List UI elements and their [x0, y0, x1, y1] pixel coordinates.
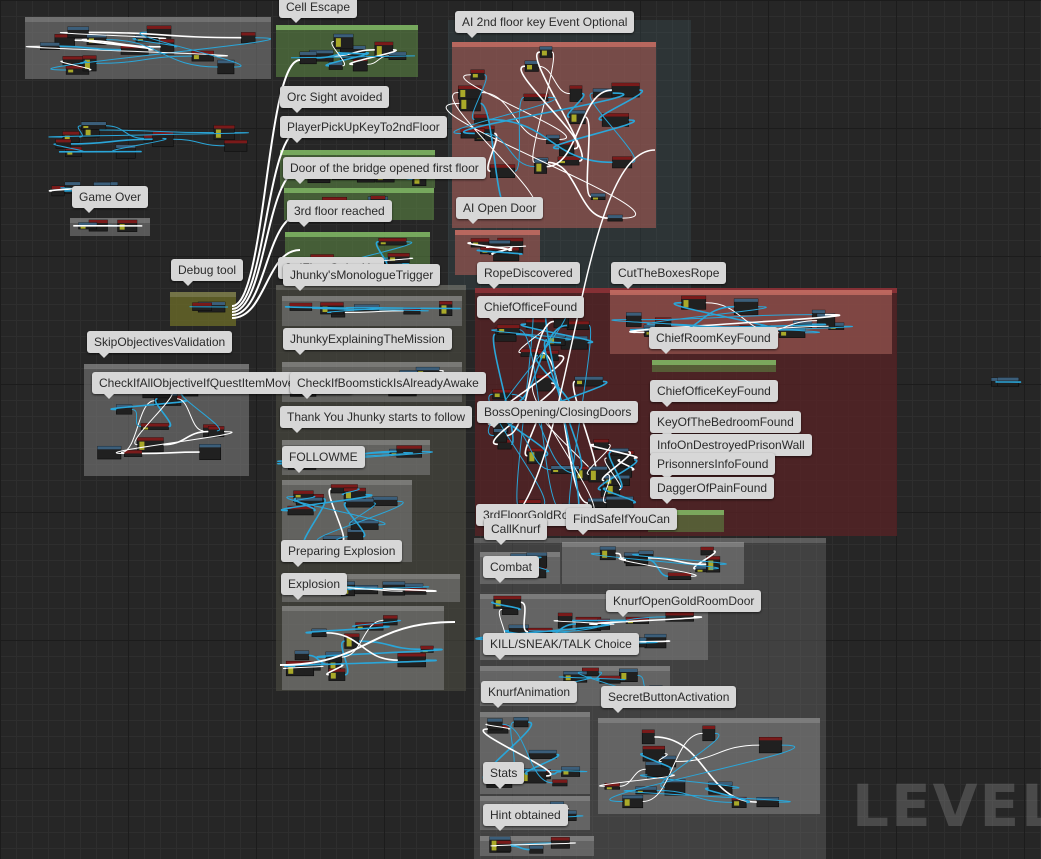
comment-label-skip-objectives[interactable]: SkipObjectivesValidation [87, 331, 233, 358]
data-wire [77, 125, 83, 138]
comment-label-knurf-animation[interactable]: KnurfAnimation [481, 681, 578, 708]
comment-label-jhunky-monologue[interactable]: Jhunky'sMonologueTrigger [283, 264, 441, 291]
comment-region-cell-escape[interactable] [276, 25, 418, 77]
comment-region-key-green[interactable] [652, 360, 776, 372]
comment-label-check-if-boomstick[interactable]: CheckIfBoomstickIsAlreadyAwake [290, 372, 486, 399]
comment-label-call-knurf[interactable]: CallKnurf [484, 518, 548, 545]
comment-region-explosion-nodes[interactable] [282, 606, 444, 690]
graph-node[interactable] [81, 121, 107, 130]
comment-label-secret-button[interactable]: SecretButtonActivation [601, 686, 737, 713]
level-blueprint-watermark: LEVEL E [852, 772, 1041, 840]
comment-label-prisonners-info[interactable]: PrisonnersInfoFound [650, 453, 776, 480]
comment-label-rope-discovered[interactable]: RopeDiscovered [477, 262, 580, 289]
comment-label-knurf-open-gold-door[interactable]: KnurfOpenGoldRoomDoor [606, 590, 762, 617]
graph-node[interactable] [65, 146, 82, 157]
graph-node[interactable] [991, 377, 1020, 387]
comment-label-cut-the-boxes-rope[interactable]: CutTheBoxesRope [611, 262, 727, 289]
comment-label-ai-open-door[interactable]: AI Open Door [456, 197, 544, 224]
comment-label-info-prison-wall[interactable]: InfoOnDestroyedPrisonWall [650, 434, 812, 461]
comment-region-jhunky-monologue[interactable] [282, 296, 462, 326]
comment-label-chief-office-found[interactable]: ChiefOfficeFound [477, 296, 585, 323]
graph-node[interactable] [83, 122, 100, 138]
comment-label-orc-sight-avoided[interactable]: Orc Sight avoided [280, 86, 390, 113]
comment-label-follow-me[interactable]: FOLLOWME [282, 446, 365, 473]
graph-node[interactable] [143, 134, 163, 143]
comment-label-chief-room-key[interactable]: ChiefRoomKeyFound [649, 327, 778, 354]
comment-label-hint-obtained[interactable]: Hint obtained [483, 804, 568, 831]
comment-label-thank-you-jhunky[interactable]: Thank You Jhunky starts to follow [280, 406, 473, 433]
comment-label-stats[interactable]: Stats [483, 762, 525, 789]
comment-label-chief-office-key[interactable]: ChiefOfficeKeyFound [650, 380, 778, 407]
comment-region-debug-tool[interactable] [170, 292, 236, 326]
graph-node[interactable] [62, 131, 80, 143]
comment-label-cell-escape[interactable]: Cell Escape [279, 0, 358, 23]
graph-node[interactable] [224, 140, 248, 152]
graph-node[interactable] [55, 139, 72, 149]
comment-label-key-bedroom[interactable]: KeyOfTheBedroomFound [650, 411, 801, 438]
graph-node[interactable] [997, 377, 1019, 387]
comment-label-preparing-explosion[interactable]: Preparing Explosion [281, 540, 403, 567]
comment-region-bottom[interactable] [480, 836, 594, 856]
data-wire [112, 137, 167, 153]
comment-label-player-pickup-key[interactable]: PlayerPickUpKeyTo2ndFloor [280, 116, 447, 143]
comment-label-jhunky-explaining[interactable]: JhunkyExplainingTheMission [283, 328, 452, 355]
comment-region-secret-button[interactable] [598, 718, 820, 814]
data-wire [105, 125, 144, 139]
comment-label-game-over[interactable]: Game Over [72, 186, 149, 213]
comment-label-kill-sneak-talk[interactable]: KILL/SNEAK/TALK Choice [483, 633, 639, 660]
graph-node[interactable] [213, 125, 235, 141]
comment-label-combat[interactable]: Combat [483, 556, 540, 583]
comment-label-find-safe[interactable]: FindSafeIfYouCan [566, 508, 677, 535]
data-wire [48, 132, 249, 138]
data-wire [99, 129, 214, 134]
comment-region-game-over[interactable] [70, 218, 150, 236]
data-wire [173, 138, 225, 147]
comment-label-check-if-all-objective[interactable]: CheckIfAllObjectiveIfQuestItemMoveCut/Op… [92, 372, 353, 399]
comment-region-call-knurf[interactable] [562, 542, 744, 584]
comment-label-ai-2nd-floor-key[interactable]: AI 2nd floor key Event Optional [455, 11, 635, 38]
comment-label-explosion[interactable]: Explosion [281, 573, 348, 600]
comment-label-debug-tool[interactable]: Debug tool [171, 259, 244, 286]
comment-label-boss-opening-doors[interactable]: BossOpening/ClosingDoors [477, 401, 639, 428]
graph-node[interactable] [115, 144, 136, 159]
data-wire [53, 143, 85, 153]
comment-label-door-of-bridge[interactable]: Door of the bridge opened first floor [283, 157, 486, 184]
comment-label-dagger-of-pain[interactable]: DaggerOfPainFound [650, 477, 775, 504]
comment-label-3rd-floor-reached[interactable]: 3rd floor reached [287, 200, 392, 227]
data-wire [70, 138, 153, 145]
comment-region-top-left[interactable] [25, 17, 271, 79]
graph-node[interactable] [152, 131, 174, 148]
graph-node[interactable] [51, 185, 65, 197]
